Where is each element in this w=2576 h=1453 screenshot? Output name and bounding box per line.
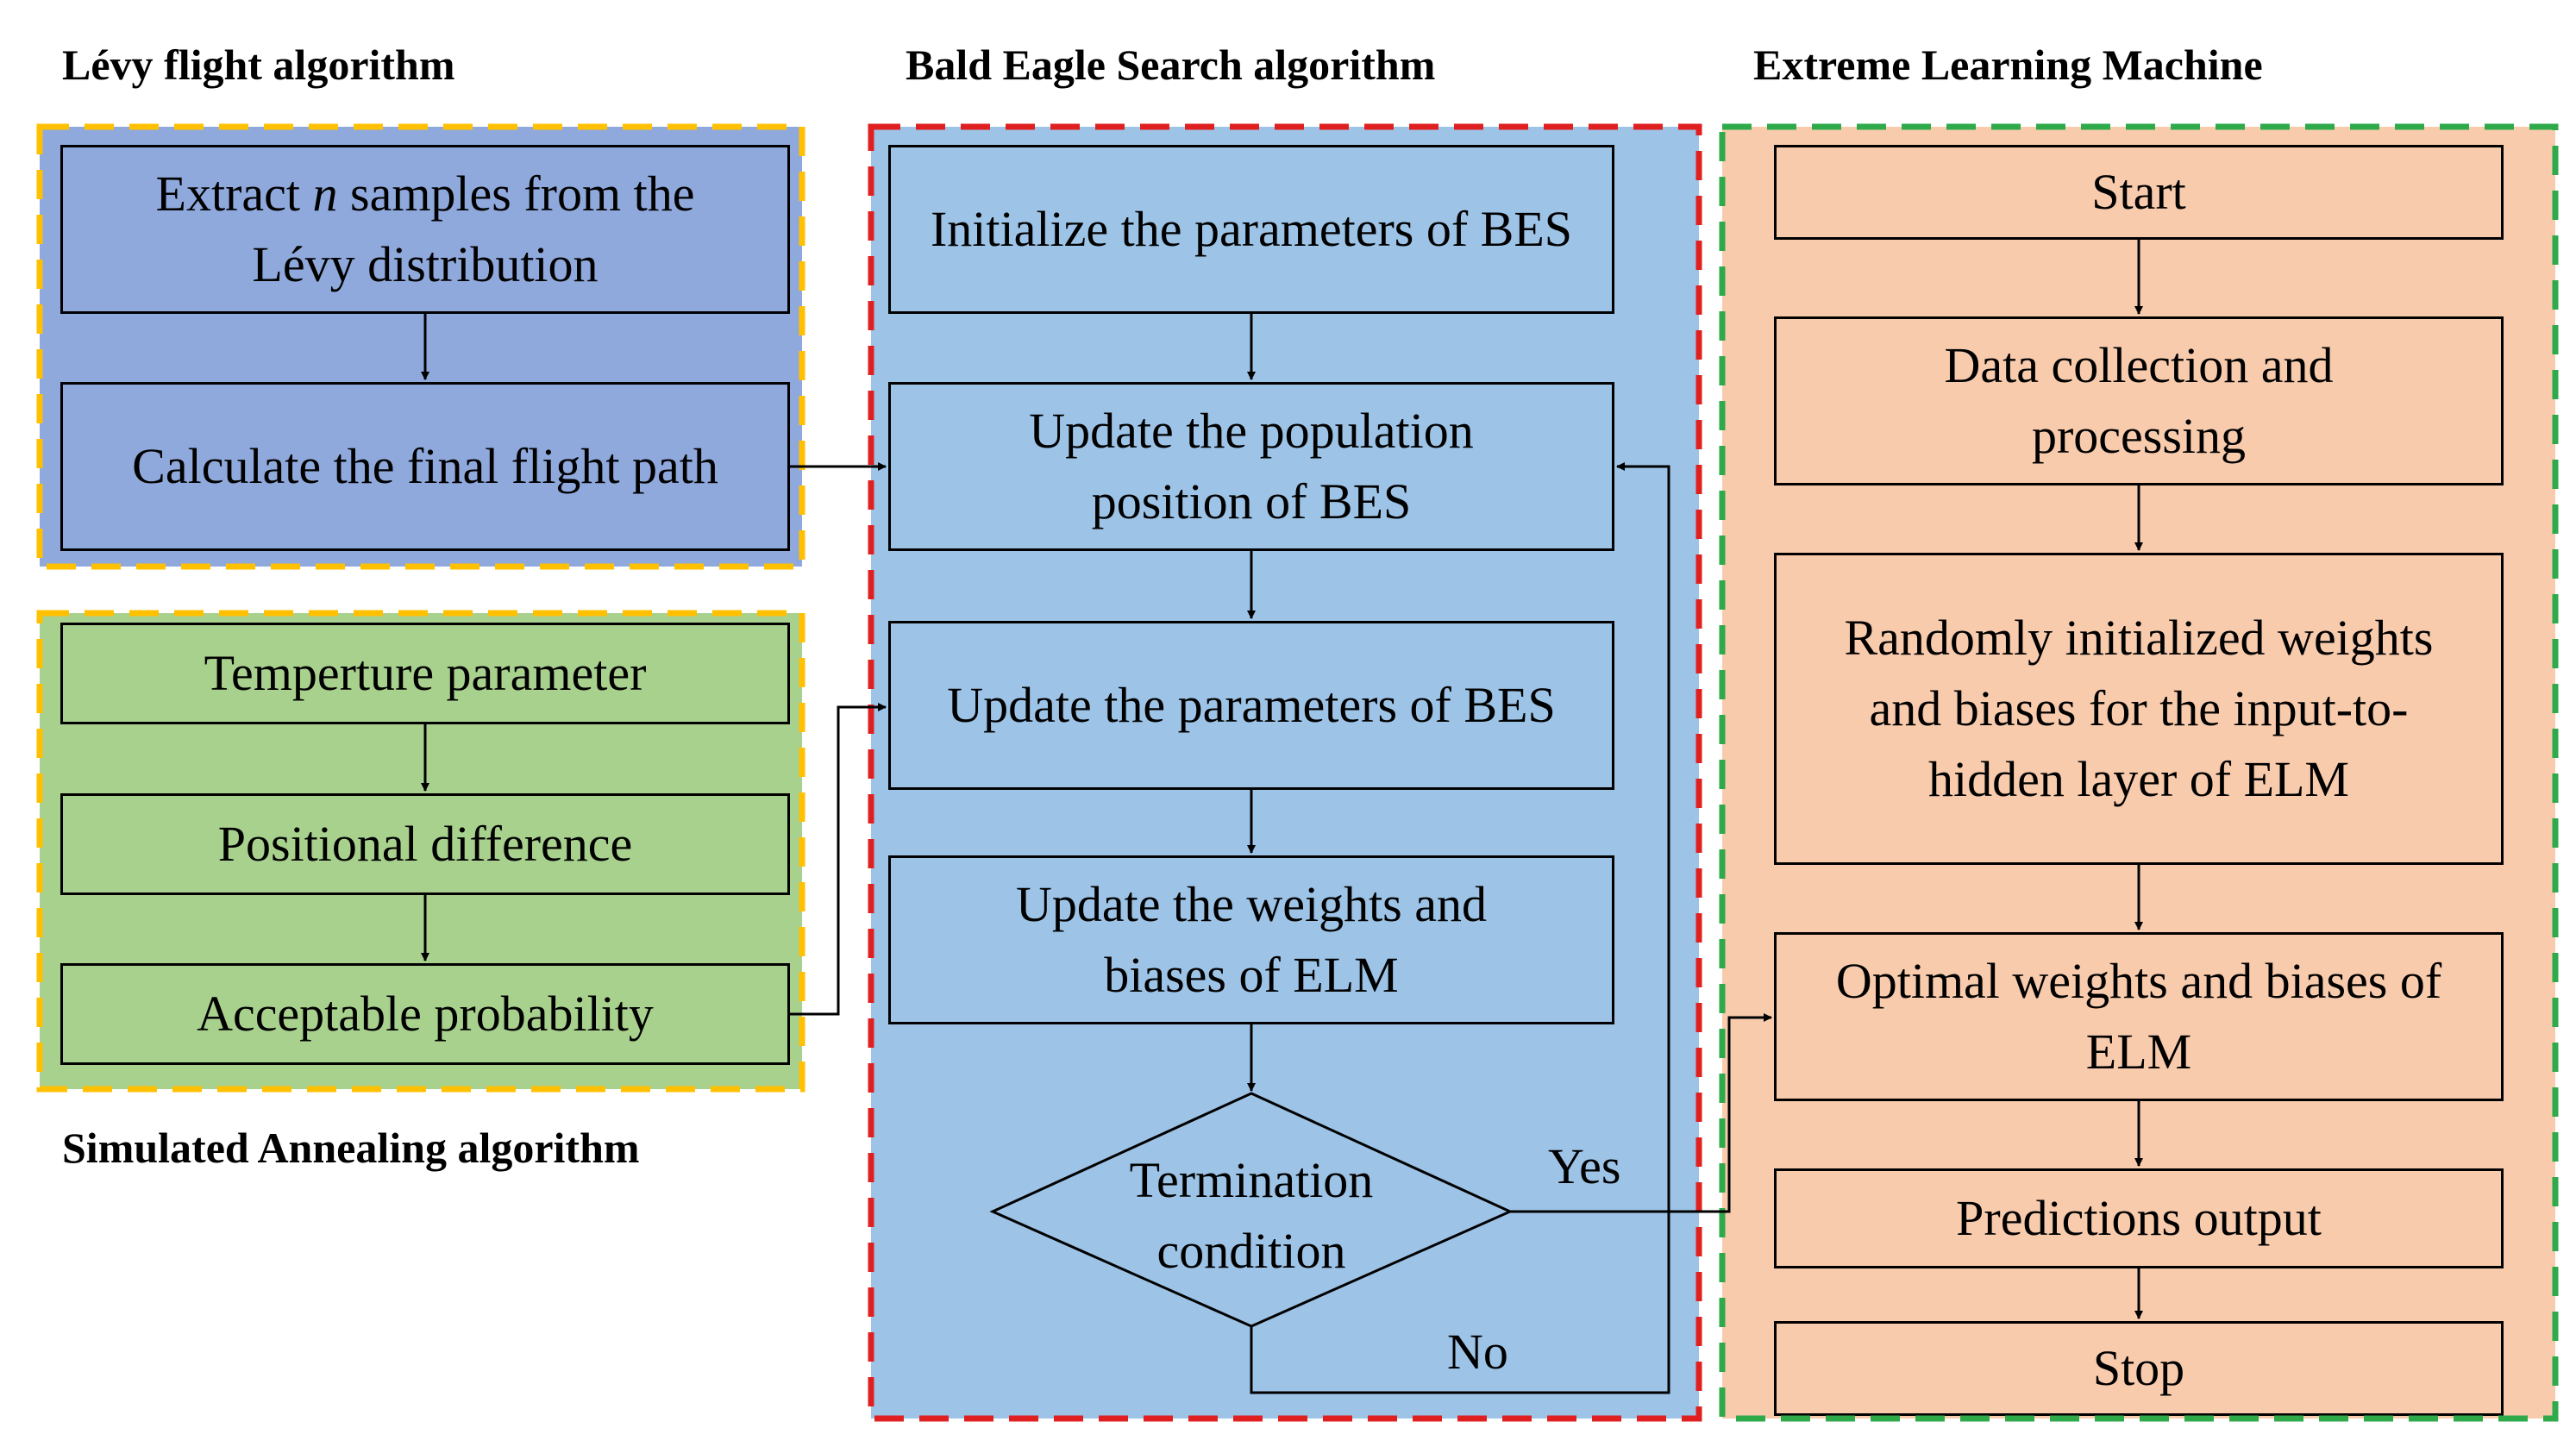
- elm-stop-box: Stop: [1774, 1321, 2504, 1416]
- bes-update-params-box: Update the parameters of BES: [888, 621, 1614, 790]
- arrow-no-loop-to-bes-pop: [1250, 462, 1670, 1394]
- yes-label: Yes: [1548, 1138, 1620, 1194]
- elm-random-text: Randomly initialized weights and biases …: [1844, 610, 2434, 807]
- sa-temp-box: Temperture parameter: [60, 623, 790, 724]
- elm-pred-box: Predictions output: [1774, 1168, 2504, 1268]
- heading-levy: Lévy flight algorithm: [62, 41, 455, 89]
- elm-start-text: Start: [2091, 164, 2186, 220]
- sa-pos-box: Positional difference: [60, 793, 790, 895]
- bes-update-pop-text: Update the population position of BES: [1029, 403, 1474, 529]
- bes-init-text: Initialize the parameters of BES: [930, 201, 1573, 257]
- arrow-sa-to-bes-params: [790, 703, 887, 1016]
- elm-random-box: Randomly initialized weights and biases …: [1774, 553, 2504, 865]
- levy-calc-text: Calculate the final flight path: [132, 438, 718, 494]
- levy-extract-text: Extract n samples from the Lévy distribu…: [155, 166, 695, 292]
- sa-pos-text: Positional difference: [217, 816, 633, 872]
- variable-n: n: [312, 166, 338, 222]
- levy-extract-box: Extract n samples from the Lévy distribu…: [60, 145, 790, 314]
- bes-init-box: Initialize the parameters of BES: [888, 145, 1614, 314]
- levy-calc-box: Calculate the final flight path: [60, 382, 790, 551]
- sa-prob-box: Acceptable probability: [60, 963, 790, 1065]
- bes-update-weights-text: Update the weights and biases of ELM: [1015, 876, 1487, 1003]
- elm-pred-text: Predictions output: [1956, 1190, 2322, 1246]
- levy-panel-border: [36, 123, 805, 570]
- bes-panel-border: [868, 123, 1702, 1422]
- elm-data-text: Data collection and processing: [1944, 337, 2334, 464]
- elm-stop-text: Stop: [2092, 1340, 2185, 1396]
- arrow-yes-to-elm-optimal: [1510, 1013, 1772, 1213]
- termination-diamond: [989, 1092, 1514, 1328]
- elm-data-box: Data collection and processing: [1774, 316, 2504, 485]
- sa-prob-text: Acceptable probability: [197, 986, 654, 1042]
- bes-update-weights-box: Update the weights and biases of ELM: [888, 855, 1614, 1024]
- elm-optimal-box: Optimal weights and biases of ELM: [1774, 932, 2504, 1101]
- heading-sa: Simulated Annealing algorithm: [62, 1124, 640, 1172]
- termination-text-line1: Termination: [1130, 1152, 1374, 1208]
- elm-start-box: Start: [1774, 145, 2504, 240]
- sa-panel-border: [36, 610, 805, 1093]
- sa-temp-text: Temperture parameter: [204, 645, 647, 701]
- termination-text-line2: condition: [1156, 1223, 1345, 1279]
- heading-bes: Bald Eagle Search algorithm: [906, 41, 1436, 89]
- bes-update-params-text: Update the parameters of BES: [947, 677, 1556, 733]
- no-label: No: [1447, 1324, 1508, 1380]
- elm-panel-border: [1719, 123, 2559, 1422]
- elm-optimal-text: Optimal weights and biases of ELM: [1835, 953, 2442, 1080]
- bes-update-pop-box: Update the population position of BES: [888, 382, 1614, 551]
- heading-elm: Extreme Learning Machine: [1753, 41, 2263, 89]
